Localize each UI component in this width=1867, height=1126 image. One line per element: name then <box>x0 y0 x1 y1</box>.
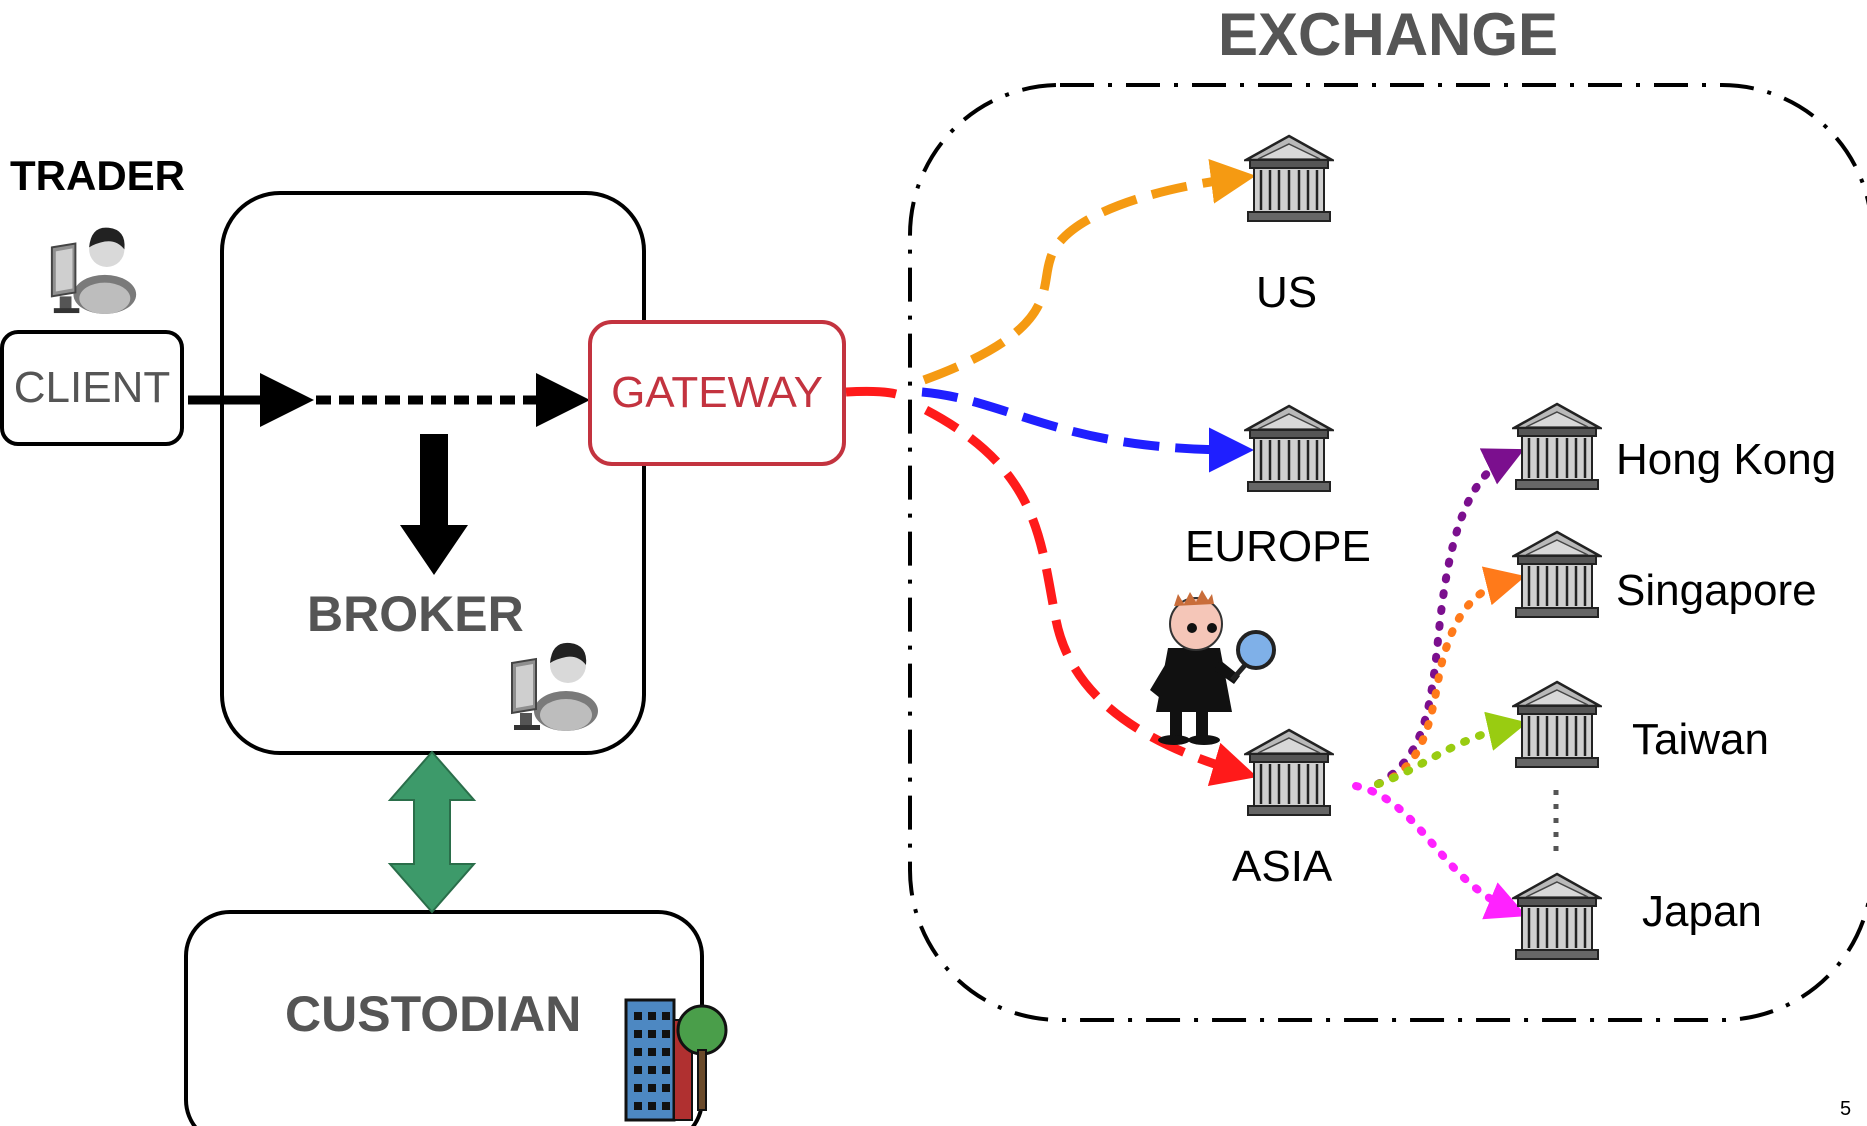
gateway-exchange-connector <box>845 386 898 399</box>
gateway-box: GATEWAY <box>588 320 846 466</box>
hong-kong-route <box>1374 448 1525 788</box>
asia-bank-icon <box>1244 728 1334 817</box>
us-bank-icon <box>1244 134 1334 223</box>
singapore-bank-icon <box>1512 530 1602 619</box>
hong-kong-label: Hong Kong <box>1616 435 1837 484</box>
exchange-region <box>908 83 1867 1022</box>
exchange-title: EXCHANGE <box>1218 1 1559 68</box>
broker-label: BROKER <box>307 586 524 642</box>
europe-bank-icon <box>1244 404 1334 493</box>
japan-label: Japan <box>1642 887 1762 936</box>
detective-icon <box>1150 590 1276 745</box>
europe-label: EUROPE <box>1185 522 1371 571</box>
client-box: CLIENT <box>0 330 184 446</box>
us-route <box>922 158 1256 385</box>
custodian-link-arrow <box>387 750 477 914</box>
taiwan-bank-icon <box>1512 680 1602 769</box>
trader-person-icon <box>50 226 138 316</box>
singapore-route <box>1374 566 1526 788</box>
building-icon <box>624 998 728 1122</box>
taiwan-route <box>1374 711 1528 788</box>
custodian-label: CUSTODIAN <box>285 986 582 1042</box>
hong-kong-bank-icon <box>1512 402 1602 491</box>
us-label: US <box>1256 268 1318 317</box>
page-number: 5 <box>1840 1098 1852 1120</box>
taiwan-label: Taiwan <box>1632 715 1769 764</box>
broker-down-arrow <box>400 434 468 575</box>
japan-route <box>1352 782 1527 920</box>
trader-label: TRADER <box>10 152 185 199</box>
asia-route <box>923 406 1258 787</box>
japan-bank-icon <box>1512 872 1602 961</box>
asia-label: ASIA <box>1232 842 1333 891</box>
europe-route <box>921 387 1254 473</box>
singapore-label: Singapore <box>1616 566 1817 615</box>
